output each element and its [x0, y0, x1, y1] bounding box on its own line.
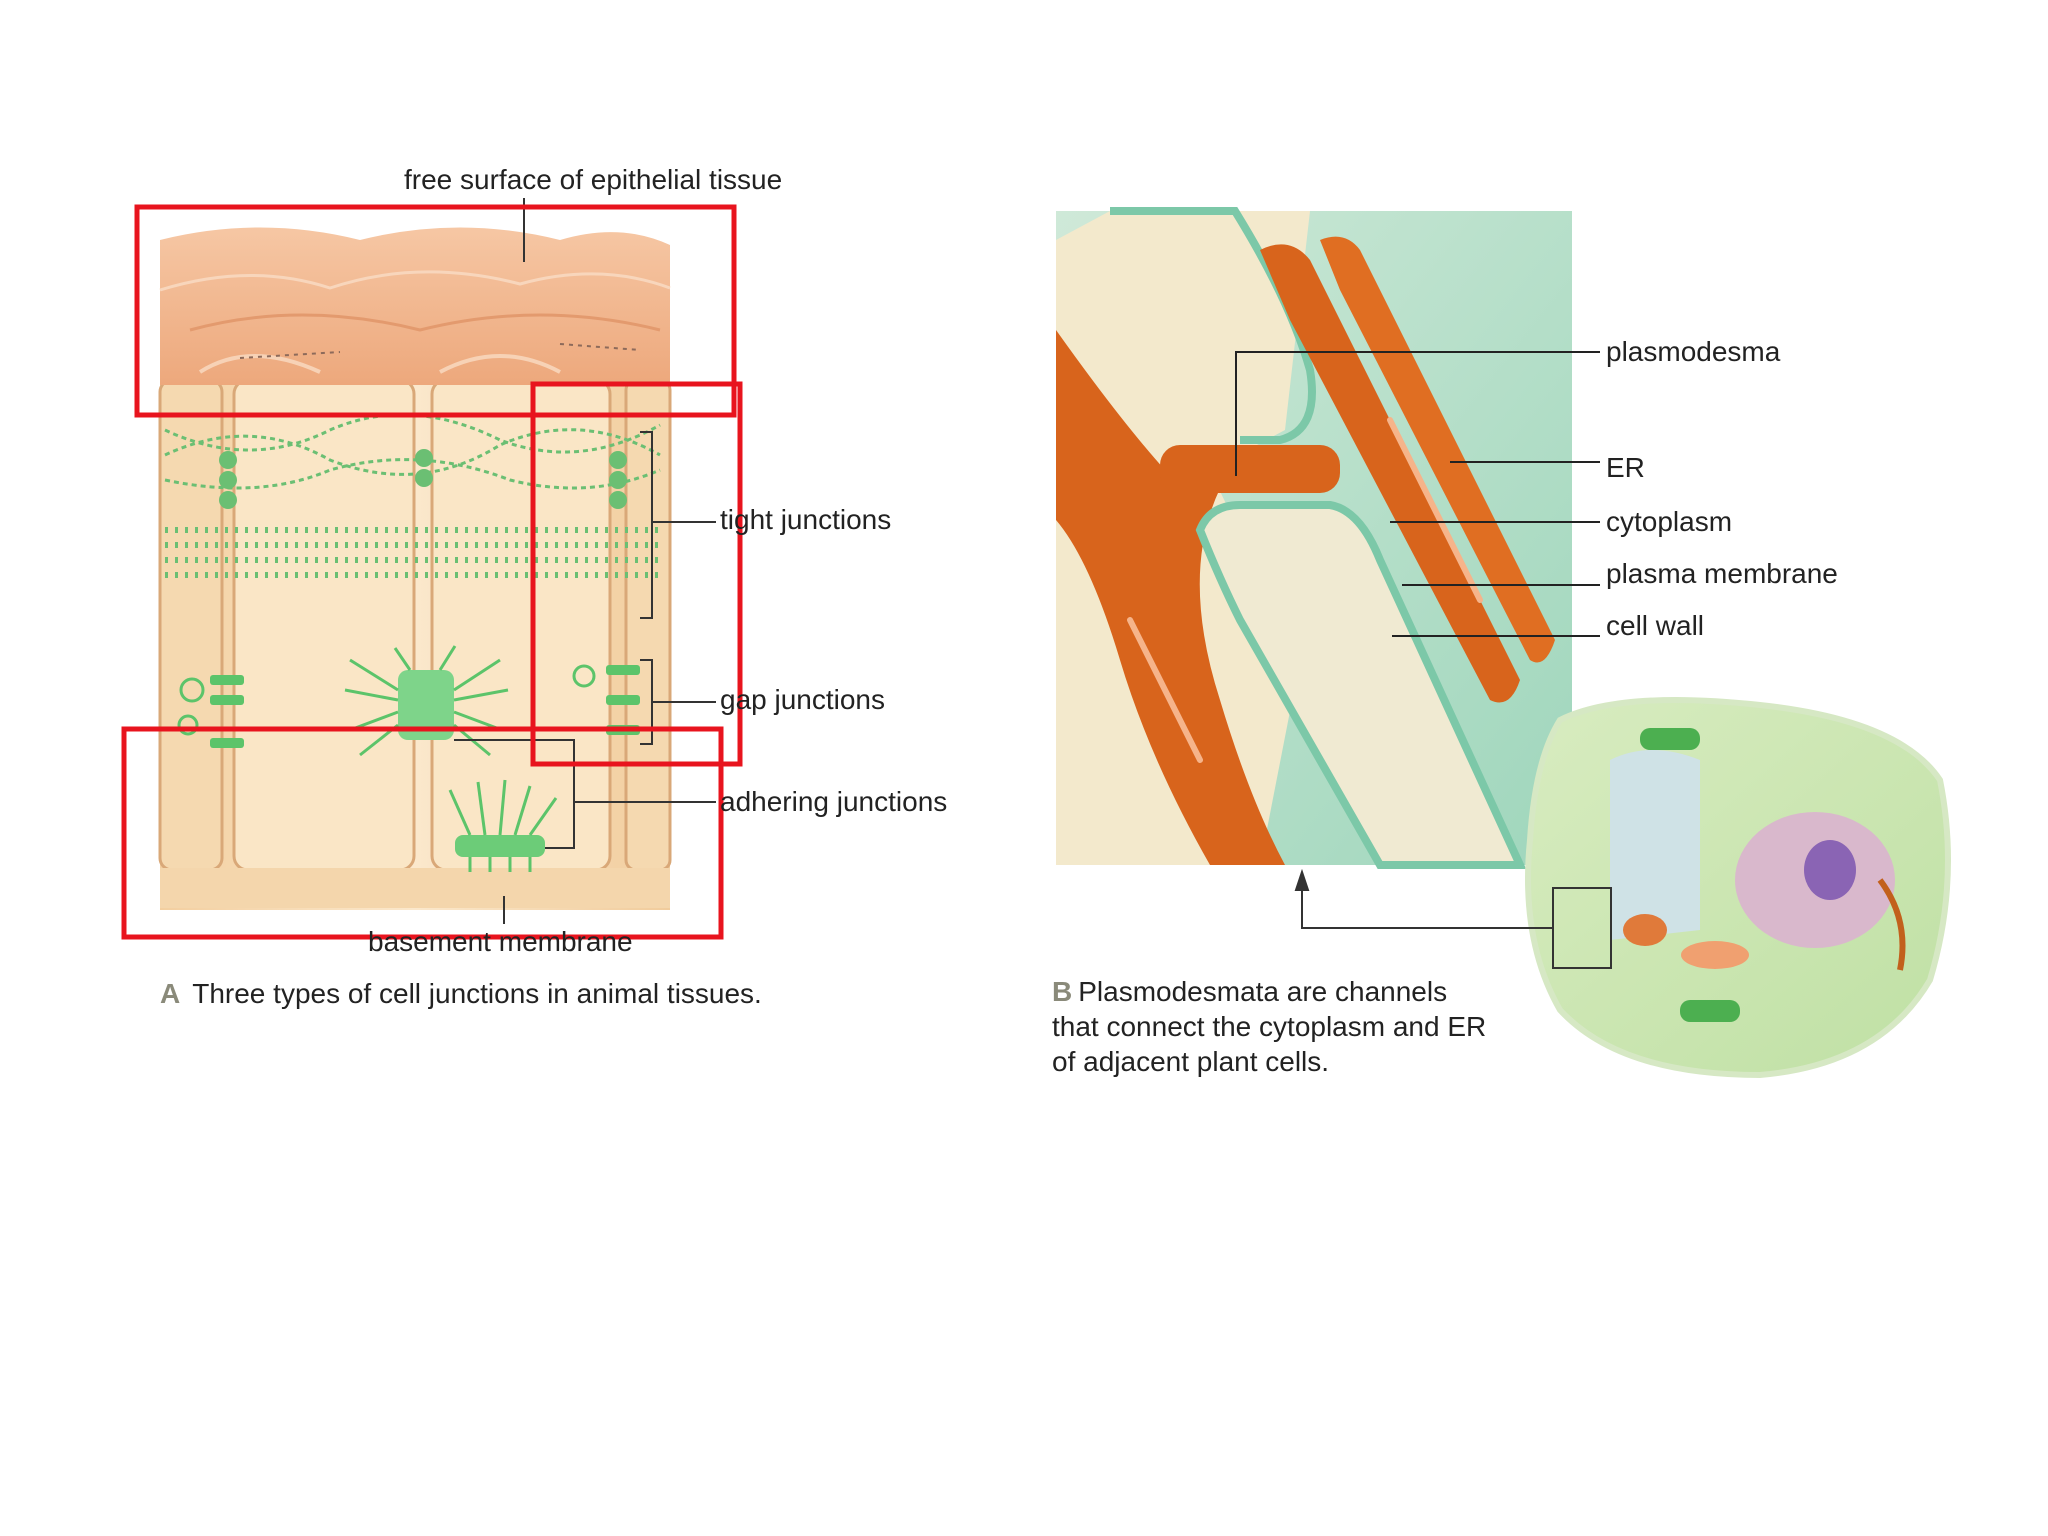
adhering-junctions: [344, 645, 558, 872]
label-basement-membrane: basement membrane: [368, 926, 633, 957]
label-free-surface: free surface of epithelial tissue: [404, 164, 783, 195]
label-plasma-membrane: plasma membrane: [1606, 558, 1838, 589]
label-cytoplasm: cytoplasm: [1606, 506, 1733, 537]
caption-panel-a: A Three types of cell junctions in animal…: [160, 976, 920, 1011]
label-gap-junctions: gap junctions: [720, 684, 886, 715]
caption-a-text: Three types of cell junctions in animal …: [192, 978, 762, 1009]
caption-b-line-2: that connect the cytoplasm and ER: [1052, 1011, 1487, 1042]
label-plasmodesma: plasmodesma: [1606, 336, 1781, 367]
caption-a-letter: A: [160, 978, 181, 1009]
highlight-box-adhering-basement: [121, 726, 724, 940]
free-surface-domes: [159, 227, 671, 385]
tight-junction-beads: [219, 449, 627, 509]
caption-b-letter: B: [1052, 976, 1073, 1007]
plasmodesma-closeup: [1056, 207, 1572, 869]
highlight-box-free-surface: [134, 204, 737, 418]
panel-b-leader-lines: [1235, 351, 1600, 637]
panel-b-inset-pointer: [1294, 868, 1612, 969]
label-cell-wall: cell wall: [1606, 610, 1705, 641]
caption-b-text-1: Plasmodesmata are channels: [1078, 976, 1448, 1007]
caption-b-line-3: of adjacent plant cells.: [1052, 1046, 1330, 1077]
label-er: ER: [1606, 452, 1645, 483]
dotted-band: [165, 527, 665, 578]
highlight-box-tight-gap: [530, 381, 743, 767]
plant-cell: [1525, 697, 1951, 1079]
label-adhering-junctions: adhering junctions: [720, 786, 948, 817]
label-tight-junctions: tight junctions: [720, 504, 892, 535]
